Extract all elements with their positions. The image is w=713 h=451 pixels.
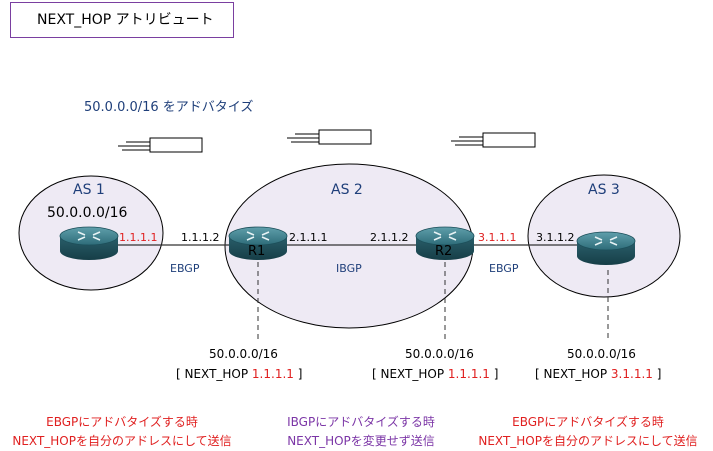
advertise-arrow-1 <box>118 137 203 153</box>
route-entry-as3-next-hop: 3.1.1.1 <box>610 367 653 381</box>
router-r2 <box>415 226 475 260</box>
r2-left-interface-address: 2.1.1.2 <box>370 231 409 244</box>
router-r1 <box>228 226 288 260</box>
route-entry-r1-next-hop: 1.1.1.1 <box>251 367 294 381</box>
title-box: NEXT_HOP アトリビュート <box>10 2 234 38</box>
as3-label: AS 3 <box>588 182 620 198</box>
as1-label: AS 1 <box>73 182 105 198</box>
route-entry-r1: [ NEXT_HOP 1.1.1.1 ] <box>176 367 302 381</box>
as1-interface-address: 1.1.1.1 <box>119 231 158 244</box>
route-entry-r2-close: ] <box>489 367 499 381</box>
caption-ibgp-line2: NEXT_HOPを変更せず送信 <box>287 434 435 448</box>
router-as3 <box>576 231 636 265</box>
route-entry-r1-close: ] <box>293 367 303 381</box>
caption-ibgp-line1: IBGPにアドバタイズする時 <box>287 415 435 429</box>
as3-interface-address: 3.1.1.2 <box>536 231 575 244</box>
caption-ebgp-left: EBGPにアドバタイズする時 NEXT_HOPを自分のアドレスにして送信 <box>0 413 244 451</box>
as1-network-label: 50.0.0.0/16 <box>47 205 128 221</box>
caption-ebgp-right: EBGPにアドバタイズする時 NEXT_HOPを自分のアドレスにして送信 <box>464 413 712 451</box>
link-middle-type: IBGP <box>336 262 362 275</box>
route-entry-r2-prefix: 50.0.0.0/16 <box>405 347 474 361</box>
route-entry-as3-open: [ NEXT_HOP <box>535 367 611 381</box>
caption-ebgp-left-line1: EBGPにアドバタイズする時 <box>46 415 198 429</box>
advertise-arrow-3 <box>451 132 536 148</box>
r1-left-interface-address: 1.1.1.2 <box>181 231 220 244</box>
link-right-type: EBGP <box>489 262 519 275</box>
route-entry-r2-next-hop: 1.1.1.1 <box>447 367 490 381</box>
as2-label: AS 2 <box>331 182 363 198</box>
route-entry-r2: [ NEXT_HOP 1.1.1.1 ] <box>372 367 498 381</box>
caption-ebgp-left-line2: NEXT_HOPを自分のアドレスにして送信 <box>12 434 232 448</box>
caption-ebgp-right-line1: EBGPにアドバタイズする時 <box>512 415 664 429</box>
route-entry-r2-open: [ NEXT_HOP <box>372 367 448 381</box>
advertise-arrow-2 <box>287 129 372 145</box>
route-entry-r1-open: [ NEXT_HOP <box>176 367 252 381</box>
route-entry-r1-prefix: 50.0.0.0/16 <box>209 347 278 361</box>
r1-right-interface-address: 2.1.1.1 <box>289 231 328 244</box>
router-as1 <box>59 226 119 260</box>
caption-ebgp-right-line2: NEXT_HOPを自分のアドレスにして送信 <box>478 434 698 448</box>
router-r2-label: R2 <box>435 244 453 259</box>
link-left-type: EBGP <box>170 262 200 275</box>
advertise-label: 50.0.0.0/16 をアドバタイズ <box>84 100 254 115</box>
r2-right-interface-address: 3.1.1.1 <box>478 231 517 244</box>
route-entry-as3-close: ] <box>652 367 662 381</box>
router-r1-label: R1 <box>248 244 266 259</box>
page-title: NEXT_HOP アトリビュート <box>37 12 214 28</box>
caption-ibgp: IBGPにアドバタイズする時 NEXT_HOPを変更せず送信 <box>264 413 458 451</box>
route-entry-as3: [ NEXT_HOP 3.1.1.1 ] <box>535 367 661 381</box>
route-entry-as3-prefix: 50.0.0.0/16 <box>567 347 636 361</box>
